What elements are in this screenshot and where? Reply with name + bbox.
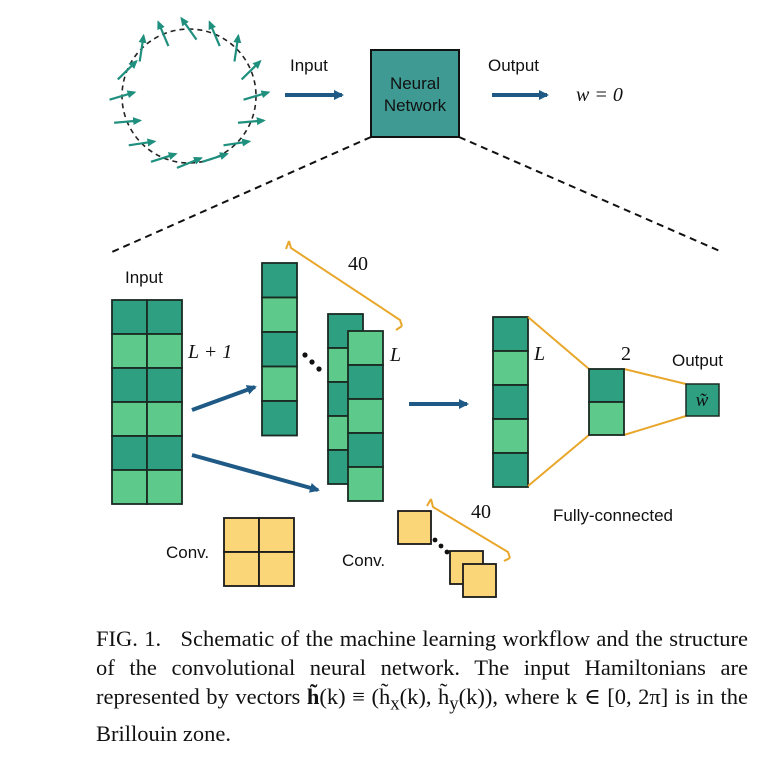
caption-sub-x: x	[390, 693, 400, 715]
conv2-kernels	[397, 510, 497, 598]
input-vector-ring	[109, 16, 271, 169]
zoom-line-right	[458, 136, 723, 253]
caption-text-1: Schematic of the machine learning workfl…	[96, 626, 748, 709]
caption-vector-symbol: h̃	[306, 684, 320, 709]
input-cell	[111, 333, 148, 369]
vector-arrow	[223, 138, 252, 147]
cell	[261, 262, 298, 299]
cell	[261, 365, 298, 402]
vector-arrow	[237, 117, 266, 126]
cell	[347, 330, 384, 366]
vector-arrow	[243, 90, 271, 101]
dense-layer-input	[492, 316, 529, 488]
channels-label-top: 40	[348, 253, 368, 275]
winding-output: w = 0	[576, 84, 623, 106]
cell	[588, 368, 625, 403]
top-output-label: Output	[488, 56, 539, 75]
cell	[261, 331, 298, 368]
cell	[492, 350, 529, 386]
cell	[347, 398, 384, 434]
conv1-label: Conv.	[166, 543, 209, 562]
vector-arrow	[180, 16, 198, 41]
vector-arrow	[117, 59, 138, 81]
neural-network-box	[370, 49, 460, 138]
dense-layer-hidden	[588, 368, 625, 436]
input-matrix	[111, 299, 183, 505]
channels-bracket-top	[285, 240, 403, 331]
vector-arrow	[208, 20, 221, 47]
neural-network-label-1: Neural	[390, 74, 440, 93]
input-cell	[111, 401, 148, 437]
cell	[261, 400, 298, 437]
cell	[347, 466, 384, 502]
input-cell	[146, 367, 183, 403]
neural-network-label-2: Network	[384, 96, 447, 115]
input-cell	[111, 299, 148, 335]
channels-bracket-bottom	[426, 498, 511, 562]
vector-arrow	[240, 59, 262, 81]
caption-fig-label: FIG. 1.	[96, 626, 162, 651]
cell	[347, 364, 384, 400]
top-input-label: Input	[290, 56, 328, 75]
vector-arrow	[150, 152, 178, 163]
cell	[492, 418, 529, 454]
cell	[588, 401, 625, 436]
output-node	[685, 383, 720, 417]
hamiltonian-vectors	[109, 16, 271, 169]
conv2-label: Conv.	[342, 551, 385, 570]
vector-arrow	[201, 152, 229, 163]
input-cell	[111, 367, 148, 403]
output-symbol: w̃	[696, 390, 709, 411]
conv-arrow-upper	[191, 385, 257, 412]
input-size-label: L + 1	[187, 341, 232, 363]
figure-caption: FIG. 1. Schematic of the machine learnin…	[96, 624, 748, 748]
vector-arrow	[176, 157, 203, 169]
channels-label-bottom: 40	[471, 501, 491, 523]
feature-size-label: L	[389, 344, 401, 366]
fully-connected-lines	[527, 316, 687, 487]
dense-out-label: 2	[621, 343, 631, 365]
vector-arrow	[233, 33, 242, 62]
input-cell	[111, 469, 148, 505]
input-cell	[111, 435, 148, 471]
caption-text-3: (k), h̃	[399, 684, 450, 709]
cell	[492, 316, 529, 352]
conv2-ellipsis	[432, 537, 450, 555]
zoom-line-left	[111, 136, 372, 253]
cell	[492, 452, 529, 488]
input-cell	[146, 435, 183, 471]
vector-arrow	[128, 138, 157, 147]
caption-text-2: (k) ≡ (h̃	[319, 684, 391, 709]
fully-connected-label: Fully-connected	[553, 506, 673, 525]
input-cell	[146, 333, 183, 369]
input-cell	[146, 469, 183, 505]
vector-arrow	[109, 90, 137, 101]
caption-sub-y: y	[449, 693, 459, 715]
conv-arrow-lower	[191, 453, 320, 493]
cell	[347, 432, 384, 468]
conv1-kernel	[223, 517, 295, 587]
detail-input-label: Input	[125, 268, 163, 287]
feature-map-front	[347, 330, 384, 502]
vector-arrow	[114, 117, 143, 126]
feature-ellipsis	[302, 352, 322, 372]
cell	[261, 296, 298, 333]
input-cell	[146, 299, 183, 335]
input-cell	[146, 401, 183, 437]
dense-size-label: L	[533, 343, 545, 365]
vector-arrow	[138, 33, 147, 62]
vector-arrow	[157, 20, 170, 47]
caption-text-4: (k)), where k ∈ [0, 2π] is in the Brillo…	[96, 684, 748, 746]
cell	[492, 384, 529, 420]
detail-output-label: Output	[672, 351, 723, 370]
feature-map-first	[261, 262, 298, 437]
